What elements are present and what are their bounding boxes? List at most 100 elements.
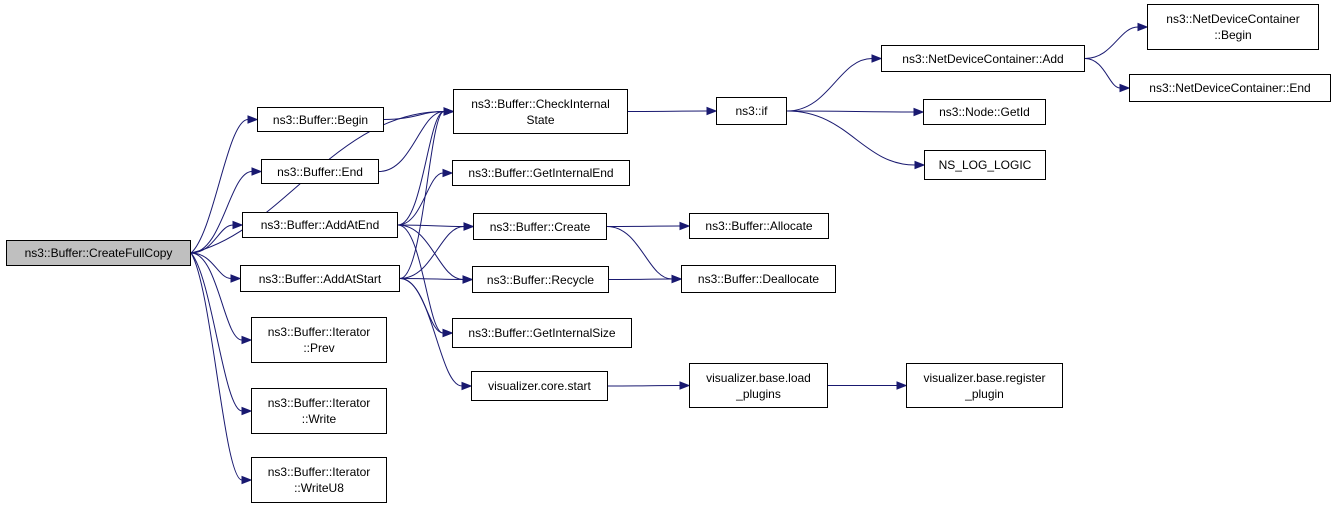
arrowhead	[871, 54, 883, 63]
node-ns3-if[interactable]: ns3::if	[716, 97, 787, 125]
node-iterator-write[interactable]: ns3::Buffer::Iterator::Write	[251, 388, 387, 434]
node-label-line: ::Prev	[303, 341, 335, 355]
node-label-line: ns3::Buffer::Begin	[272, 112, 369, 127]
node-get-internal-size[interactable]: ns3::Buffer::GetInternalSize	[452, 318, 632, 348]
arrowhead	[442, 168, 454, 178]
node-netdevice-end[interactable]: ns3::NetDeviceContainer::End	[1129, 74, 1331, 102]
edge-visualizer_core_start-to-load_plugins	[607, 385, 681, 387]
arrowhead	[463, 222, 475, 231]
edge-add_at_start-to-get_internal_size	[399, 278, 444, 334]
node-load-plugins[interactable]: visualizer.base.load_plugins	[689, 363, 828, 408]
edge-create_full_copy-to-iterator_write_u8	[190, 252, 243, 481]
arrowhead	[230, 274, 242, 283]
edge-create_full_copy-to-iterator_prev	[190, 252, 243, 341]
edge-create_full_copy-to-end	[190, 171, 253, 254]
node-label-line: ns3::Node::GetId	[939, 105, 1030, 119]
node-label-line: _plugins	[736, 386, 781, 401]
arrowhead	[241, 475, 253, 485]
edge-check_internal_state-to-ns3_if	[627, 110, 708, 112]
node-label-line: visualizer.base.register	[923, 370, 1046, 385]
edge-create-to-allocate	[606, 225, 681, 227]
node-netdevice-add[interactable]: ns3::NetDeviceContainer::Add	[881, 45, 1085, 72]
node-netdevice-begin[interactable]: ns3::NetDeviceContainer::Begin	[1147, 4, 1319, 50]
arrowhead	[241, 335, 253, 345]
edge-end-to-check_internal_state	[378, 111, 445, 172]
edge-netdevice_add-to-netdevice_end	[1084, 58, 1121, 89]
node-label-line: _plugin	[965, 386, 1004, 401]
node-label-line: visualizer.core.start	[488, 379, 591, 393]
node-ns-log-logic[interactable]: NS_LOG_LOGIC	[924, 150, 1046, 180]
node-label-line: ns3::Buffer::Create	[489, 219, 591, 234]
arrowhead	[443, 107, 455, 116]
node-label-line: ns3::Buffer::Allocate	[705, 219, 813, 233]
arrowhead	[247, 115, 259, 124]
arrowhead	[461, 381, 473, 391]
node-label-line: State	[526, 112, 555, 127]
node-visualizer-core-start[interactable]: visualizer.core.start	[471, 371, 608, 401]
edge-create_full_copy-to-iterator_write	[190, 252, 243, 412]
node-register-plugin[interactable]: visualizer.base.register_plugin	[906, 363, 1063, 408]
node-label-line: ns3::Buffer::End	[277, 164, 363, 179]
node-label-line: ns3::Buffer::Recycle	[486, 272, 595, 287]
node-label-line: ns3::if	[735, 104, 768, 118]
node-end[interactable]: ns3::Buffer::End	[261, 159, 379, 184]
arrowhead	[706, 106, 718, 116]
node-create[interactable]: ns3::Buffer::Create	[473, 213, 607, 240]
node-label-line: NS_LOG_LOGIC	[938, 158, 1032, 172]
edge-create_full_copy-to-add_at_end	[190, 224, 234, 254]
node-label-line: ::Write	[301, 412, 337, 426]
node-label-line: ns3::Buffer::CheckInternal	[471, 96, 610, 111]
edge-ns3_if-to-netdevice_add	[786, 58, 873, 112]
node-iterator-write-u8[interactable]: ns3::Buffer::Iterator::WriteU8	[251, 457, 387, 503]
node-label-line: ::WriteU8	[294, 481, 344, 495]
node-deallocate[interactable]: ns3::Buffer::Deallocate	[681, 265, 836, 293]
edge-add_at_end-to-recycle	[397, 224, 464, 280]
arrowhead	[679, 221, 691, 231]
arrowhead	[914, 160, 926, 170]
node-label-line: ns3::Buffer::Deallocate	[697, 272, 820, 286]
arrowhead	[913, 107, 925, 117]
node-add-at-start[interactable]: ns3::Buffer::AddAtStart	[240, 265, 400, 292]
edge-add_at_start-to-visualizer_core_start	[399, 278, 463, 387]
arrowhead	[462, 275, 474, 284]
node-add-at-end[interactable]: ns3::Buffer::AddAtEnd	[242, 212, 398, 238]
node-label-line: ns3::Buffer::AddAtEnd	[260, 218, 380, 232]
node-begin[interactable]: ns3::Buffer::Begin	[257, 107, 384, 132]
edge-add_at_start-to-recycle	[399, 278, 464, 280]
node-label-line: ns3::NetDeviceContainer	[1166, 12, 1300, 26]
edge-create-to-deallocate	[606, 226, 673, 280]
arrowhead	[896, 381, 908, 390]
node-label-line: ns3::Buffer::Iterator	[267, 396, 371, 410]
arrowhead	[251, 167, 263, 176]
edge-add_at_end-to-create	[397, 224, 465, 227]
edge-add_at_end-to-check_internal_state	[397, 111, 445, 226]
node-node-getid[interactable]: ns3::Node::GetId	[923, 99, 1046, 125]
edge-create_full_copy-to-add_at_start	[190, 252, 232, 279]
node-get-internal-end[interactable]: ns3::Buffer::GetInternalEnd	[452, 160, 630, 186]
node-label-line: ns3::Buffer::GetInternalSize	[468, 326, 616, 340]
node-label-line: ::Begin	[1214, 28, 1252, 42]
node-allocate[interactable]: ns3::Buffer::Allocate	[689, 213, 829, 239]
node-label-line: ns3::Buffer::CreateFullCopy	[24, 246, 173, 260]
node-label-line: visualizer.base.load	[706, 370, 811, 385]
edge-create_full_copy-to-begin	[190, 119, 249, 254]
arrowhead	[241, 406, 253, 416]
edge-ns3_if-to-ns_log_logic	[786, 110, 916, 166]
edge-netdevice_add-to-netdevice_begin	[1084, 26, 1139, 59]
arrowhead	[442, 328, 454, 338]
node-label-line: ns3::Buffer::Iterator	[267, 465, 371, 479]
edge-add_at_start-to-create	[399, 226, 465, 279]
arrowhead	[1137, 22, 1149, 32]
node-label-line: ns3::Buffer::GetInternalEnd	[468, 166, 614, 180]
edge-recycle-to-deallocate	[608, 278, 673, 280]
arrowhead	[671, 274, 683, 284]
node-recycle[interactable]: ns3::Buffer::Recycle	[472, 266, 609, 293]
arrowhead	[679, 381, 691, 390]
node-iterator-prev[interactable]: ns3::Buffer::Iterator::Prev	[251, 317, 387, 363]
edge-begin-to-check_internal_state	[383, 111, 445, 120]
edge-add_at_end-to-get_internal_end	[397, 172, 444, 226]
edge-ns3_if-to-node_getid	[786, 110, 915, 113]
